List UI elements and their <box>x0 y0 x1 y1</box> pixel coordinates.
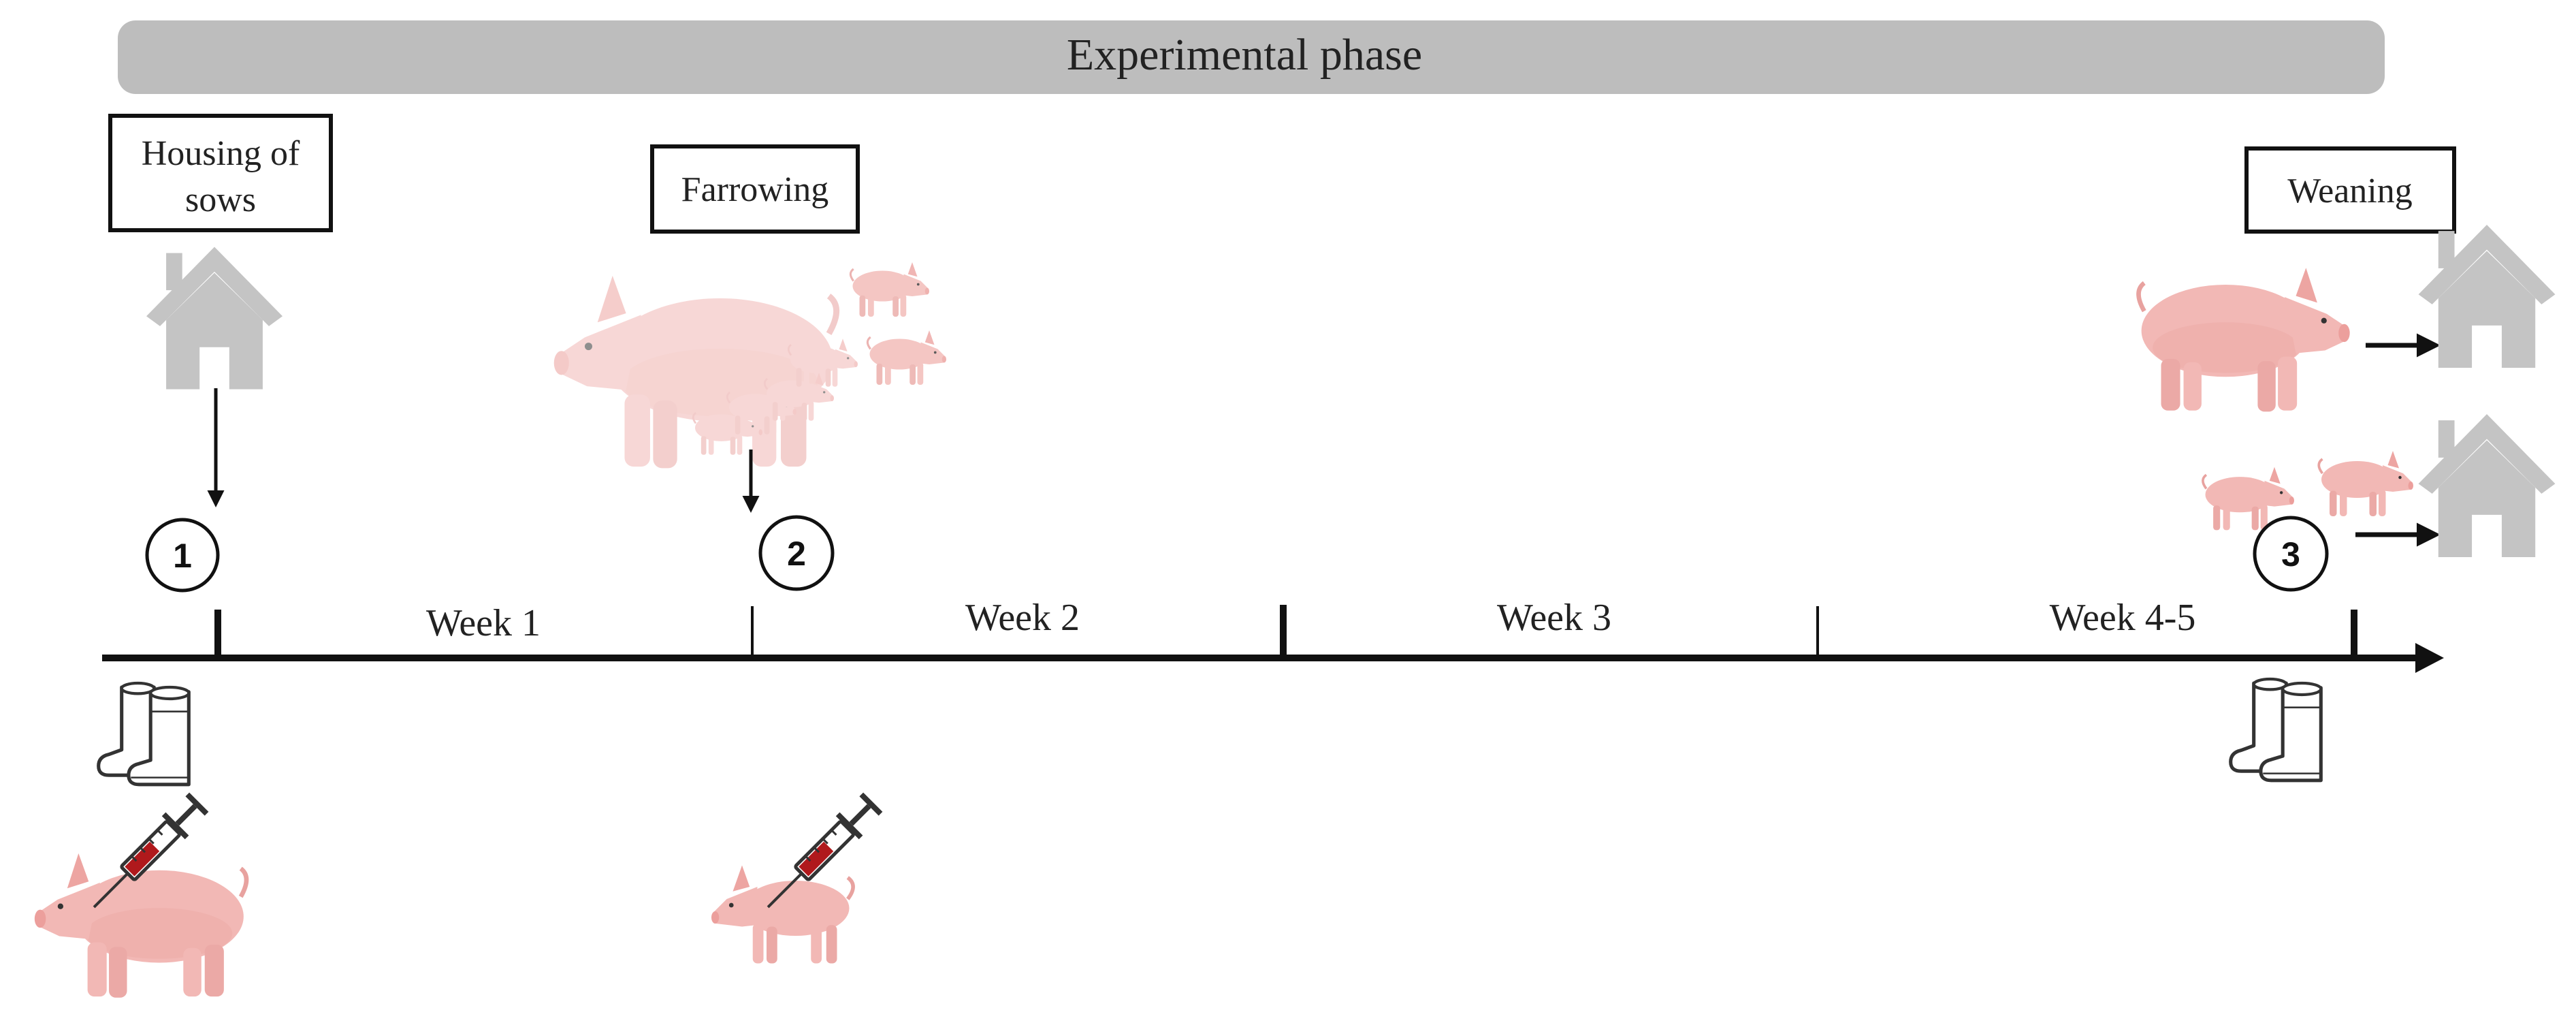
boots-icon <box>99 683 189 785</box>
house-icon <box>146 247 283 390</box>
event-label-line-2: sows <box>185 180 256 219</box>
event-label-line-1: Housing of <box>142 134 300 173</box>
event-weaning: Weaning 3 <box>2139 146 2556 592</box>
piglet-icon <box>2319 451 2413 516</box>
event-housing-of-sows: Housing of sows 1 <box>108 114 333 593</box>
event-label-box <box>108 114 333 232</box>
timeline-arrowhead <box>2415 643 2444 673</box>
banner-bar <box>118 20 2385 94</box>
event-label-box <box>650 144 860 234</box>
event-number: 3 <box>2281 535 2300 573</box>
boots-icon <box>2231 679 2321 781</box>
house-icon <box>2418 414 2556 557</box>
event-number: 1 <box>173 537 192 575</box>
event-number-circle <box>758 515 835 591</box>
event-label: Farrowing <box>681 170 829 209</box>
banner-title: Experimental phase <box>1067 30 1422 80</box>
event-number-circle <box>145 518 220 593</box>
event-number-circle <box>2253 516 2329 592</box>
event-farrowing: Farrowing 2 <box>554 144 946 591</box>
sow-icon <box>2139 268 2350 411</box>
event-label-box <box>2244 146 2456 234</box>
experimental-phase-banner: Experimental phase <box>118 20 2385 94</box>
week-label-1: Week 1 <box>426 602 541 644</box>
piglet-icon <box>866 329 946 386</box>
sow-blood-sampling <box>35 791 246 998</box>
sow-with-piglets <box>554 276 858 468</box>
piglet-icon <box>849 261 929 318</box>
week-label-2: Week 2 <box>965 597 1080 639</box>
house-icon <box>2418 225 2556 368</box>
event-label: Weaning <box>2287 172 2413 210</box>
piglet-icon <box>711 866 853 964</box>
timeline: Week 1 Week 2 Week 3 Week 4-5 <box>102 597 2444 673</box>
event-number: 2 <box>787 535 806 573</box>
week-label-3: Week 3 <box>1497 597 1611 639</box>
week-label-4-5: Week 4-5 <box>2050 597 2196 639</box>
piglet-blood-sampling <box>711 791 884 964</box>
sow-icon <box>554 276 837 468</box>
